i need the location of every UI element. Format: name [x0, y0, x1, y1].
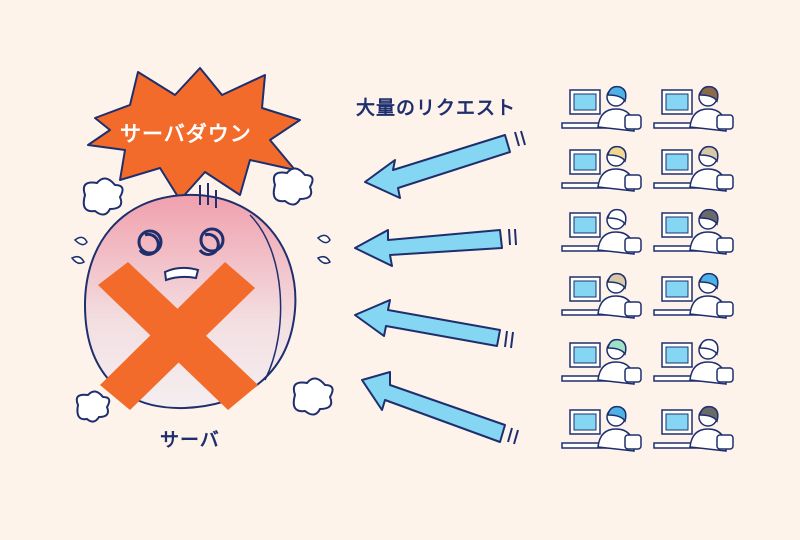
user-at-computer-icon: [653, 272, 734, 319]
sweat-drop-icon: [70, 234, 331, 265]
request-arrows: [354, 130, 526, 445]
server-label: サーバ: [160, 429, 220, 451]
arrow-icon: [361, 371, 519, 445]
smoke-puff-icon: [75, 167, 334, 423]
arrow-icon: [354, 299, 514, 349]
user-at-computer-icon: [653, 405, 734, 452]
cross-mark-icon: [98, 262, 258, 410]
requests-label: 大量のリクエスト: [356, 97, 517, 119]
user-at-computer-icon: [561, 338, 642, 385]
user-at-computer-icon: [561, 85, 642, 132]
user-at-computer-icon: [561, 272, 642, 319]
user-at-computer-icon: [561, 405, 642, 452]
arrow-icon: [354, 228, 517, 267]
user-at-computer-icon: [653, 85, 734, 132]
server-down-label: サーバダウン: [120, 122, 252, 146]
user-at-computer-icon: [653, 145, 734, 192]
user-at-computer-icon: [653, 338, 734, 385]
users-grid: [561, 85, 734, 452]
arrow-icon: [364, 130, 526, 199]
user-at-computer-icon: [561, 208, 642, 255]
user-at-computer-icon: [653, 208, 734, 255]
user-at-computer-icon: [561, 145, 642, 192]
